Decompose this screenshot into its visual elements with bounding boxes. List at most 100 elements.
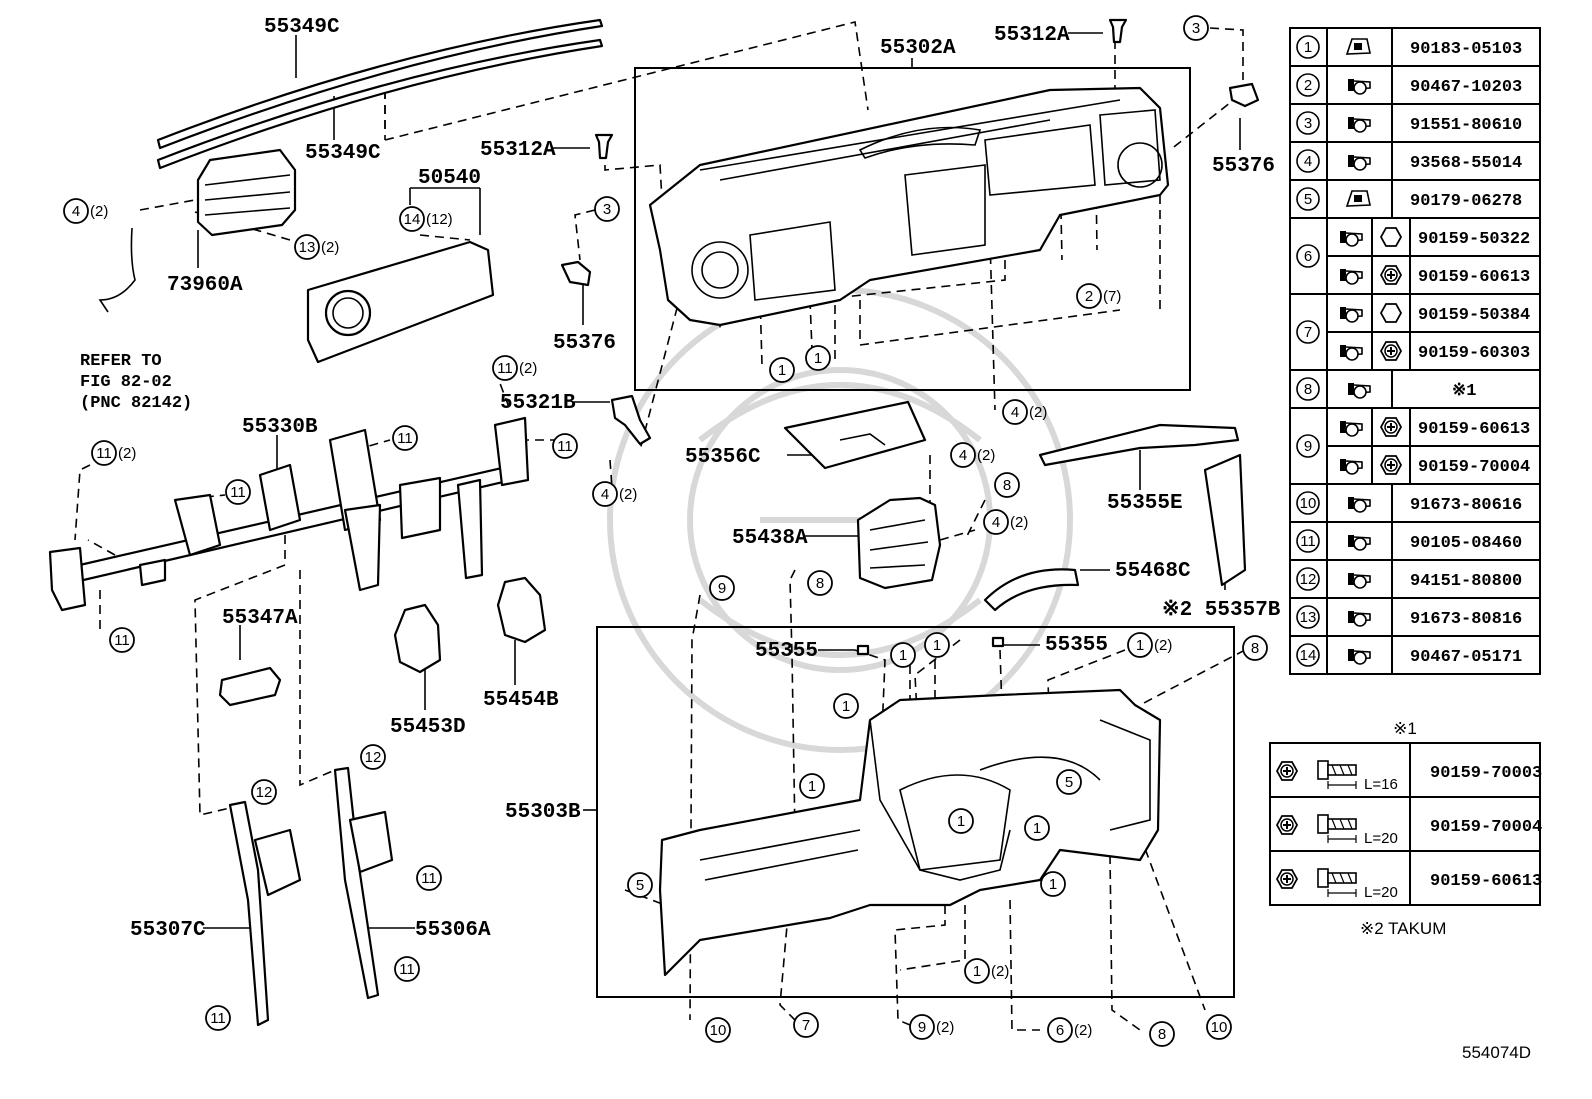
callout-number: 5 [1065,774,1073,791]
label-55355-a: 55355 [755,640,818,663]
callout-1: 1 [924,632,950,658]
fastener-code: 91673-80816 [1410,610,1522,629]
fastener-row-8: 8※1 [1290,369,1540,408]
fastener-code: 90159-60613 [1418,420,1530,439]
clip-55355-b [991,636,1005,648]
bag-55453D [393,603,442,674]
callout-number: 12 [256,784,273,801]
note1-code: 90159-60613 [1430,872,1542,891]
callout-4: 4(2) [63,198,108,224]
callout-number: 10 [1211,1019,1228,1036]
callout-11: 11(2) [91,440,136,466]
label-55312A-b: 55312A [994,24,1070,47]
callout-6: 6(2) [1047,1017,1092,1043]
label-55321B: 55321B [500,392,576,415]
label-55468C: 55468C [1115,560,1191,583]
callout-number: 11 [497,360,513,377]
fastener-code: 90159-50384 [1418,306,1530,325]
label-73960A: 73960A [167,274,243,297]
label-55303B: 55303B [505,801,581,824]
callout-8: 8 [1242,635,1268,661]
callout-5: 5 [1056,769,1082,795]
callout-count: (2) [936,1019,954,1036]
instrument-panel-upper [648,86,1170,327]
fastener-number: 5 [1304,191,1312,208]
callout-1: 1 [948,808,974,834]
piece-55468C [983,568,1080,612]
callout-12: 12 [360,744,386,770]
label-55330B: 55330B [242,416,318,439]
callout-number: 2 [1085,288,1093,305]
wire-harness [98,227,136,313]
callout-number: 6 [1056,1022,1064,1039]
panel-55357B [1203,453,1247,587]
fastener-code: 90159-60303 [1418,344,1530,363]
instrument-panel-box [634,67,1191,391]
callout-14: 14(12) [399,206,453,232]
callout-13: 13(2) [294,234,339,260]
callout-number: 8 [1158,1026,1166,1043]
pad-55356C [783,400,927,470]
callout-11: 11 [392,425,418,451]
fastener-number: 9 [1304,438,1312,455]
callout-4: 4(2) [592,481,637,507]
fastener-code: 90179-06278 [1410,192,1522,211]
callout-8: 8 [1149,1021,1175,1047]
callout-number: 9 [718,580,726,597]
fastener-number: 13 [1300,609,1317,626]
callout-number: 11 [421,870,437,887]
callout-count: (2) [1154,637,1172,654]
callout-number: 1 [1033,820,1041,837]
fastener-number: 4 [1304,153,1312,170]
callout-number: 11 [557,438,573,455]
callout-count: (2) [1029,404,1047,421]
callout-number: 1 [778,362,786,379]
callout-11: 11 [225,479,251,505]
callout-number: 13 [299,239,316,256]
fastener-code: 90183-05103 [1410,40,1522,59]
label-55307C: 55307C [130,919,206,942]
callout-count: (2) [90,203,108,220]
fastener-number: 7 [1304,324,1312,341]
callout-4: 4(2) [1002,399,1047,425]
brace-55306A [333,766,380,1000]
bracket-55321B [610,394,652,446]
moulding-strip-upper [156,18,604,150]
duct-55438A [856,496,942,590]
refer-line-2: FIG 82-02 [80,373,172,392]
callout-3: 3 [594,196,620,222]
label-55347A: 55347A [222,607,298,630]
callout-11: 11(2) [492,355,537,381]
note1-title: ※1 [1393,719,1417,738]
callout-5: 5 [627,872,653,898]
fastener-number: 3 [1304,115,1312,132]
callout-11: 11 [416,865,442,891]
callout-1: 1(2) [964,958,1009,984]
note1-table: ※1L=1690159-70003L=2090159-70004L=209015… [1269,719,1542,938]
callout-1: 1 [1024,815,1050,841]
clip-a [594,133,614,160]
callout-1: 1 [833,693,859,719]
callout-number: 12 [365,749,382,766]
callout-1: 1 [890,642,916,668]
callout-8: 8 [994,472,1020,498]
callout-number: 4 [959,447,967,464]
label-55376-b: 55376 [1212,155,1275,178]
callout-number: 11 [210,1010,226,1027]
refer-line-1: REFER TO [80,352,162,371]
label-55302A: 55302A [880,37,956,60]
callout-number: 1 [973,963,981,980]
callout-count: (12) [426,211,453,228]
fastener-code: 94151-80800 [1410,572,1522,591]
callout-number: 11 [399,961,415,978]
lower-panel-box [596,626,1235,998]
bracket-55347A [218,666,282,707]
callout-number: 1 [808,778,816,795]
callout-number: 11 [96,445,112,462]
